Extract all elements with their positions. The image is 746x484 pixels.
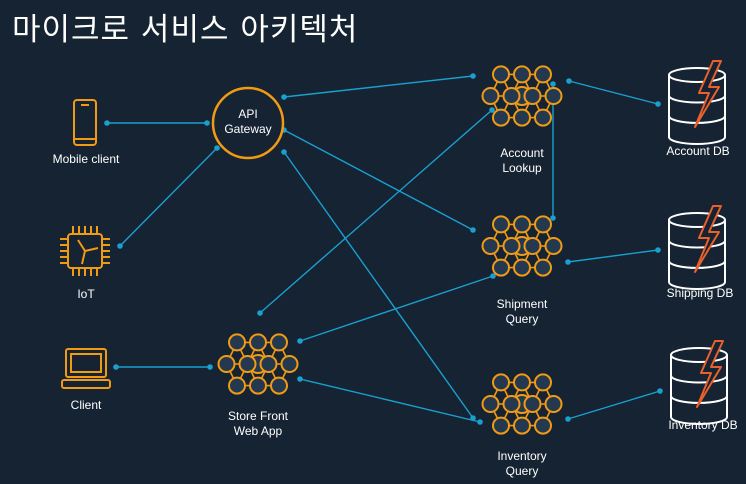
service-inventory-query[interactable] bbox=[481, 373, 563, 435]
mobile-client[interactable]: Mobile client bbox=[53, 99, 120, 166]
service-shipment-query[interactable] bbox=[481, 215, 563, 277]
service-store-front[interactable] bbox=[217, 333, 299, 395]
edge-client-to-storefront bbox=[113, 364, 213, 370]
shipping-db-label: Shipping DB bbox=[667, 286, 734, 300]
page-title: 마이크로 서비스 아키텍처 bbox=[12, 12, 359, 48]
services-layer bbox=[217, 65, 563, 435]
edge-storefront-to-inventory bbox=[297, 376, 483, 425]
edge-mobile-to-gateway bbox=[104, 120, 210, 126]
inventory-query-label-line1: Inventory bbox=[497, 449, 546, 463]
db-inventory[interactable] bbox=[670, 340, 728, 425]
account-lookup-label-line1: Account bbox=[500, 146, 544, 160]
db-account[interactable] bbox=[668, 60, 726, 145]
iot-device[interactable]: IoT bbox=[60, 226, 110, 301]
account-db-label: Account DB bbox=[666, 144, 729, 158]
shipment-query-label-line2: Query bbox=[506, 312, 539, 326]
hexagon-mesh-icon bbox=[481, 215, 563, 277]
lightning-icon bbox=[696, 340, 724, 408]
api-gateway[interactable]: API Gateway bbox=[211, 86, 285, 160]
client-device[interactable]: Client bbox=[61, 348, 111, 412]
edges-layer bbox=[104, 73, 663, 425]
edge-storefront-to-account bbox=[257, 107, 495, 316]
store-front-label-line2: Web App bbox=[234, 424, 283, 438]
databases-layer bbox=[668, 60, 728, 425]
chip-icon bbox=[60, 226, 110, 276]
service-account-lookup[interactable] bbox=[481, 65, 563, 127]
api-gateway-label-line2: Gateway bbox=[224, 122, 271, 136]
lightning-icon bbox=[694, 60, 722, 128]
client-label: Client bbox=[71, 398, 102, 412]
edge-shipment-to-shipping-db bbox=[565, 247, 661, 265]
edge-gateway-to-shipment bbox=[281, 127, 476, 233]
hexagon-mesh-icon bbox=[217, 333, 299, 395]
shipment-query-label-line1: Shipment bbox=[497, 297, 548, 311]
database-icon bbox=[670, 347, 728, 425]
smartphone-icon bbox=[73, 99, 97, 146]
hexagon-mesh-icon bbox=[481, 373, 563, 435]
account-lookup-label-line2: Lookup bbox=[502, 161, 542, 175]
edge-account-to-shipment bbox=[550, 81, 556, 221]
mobile-client-label: Mobile client bbox=[53, 152, 120, 166]
inventory-db-label: Inventory DB bbox=[668, 418, 737, 432]
edge-account-to-account-db bbox=[566, 78, 661, 107]
store-front-label-line1: Store Front bbox=[228, 409, 289, 423]
database-icon bbox=[668, 67, 726, 145]
edge-iot-to-gateway bbox=[117, 145, 220, 249]
edge-gateway-to-account bbox=[281, 73, 476, 100]
api-gateway-label-line1: API bbox=[238, 107, 257, 121]
edge-gateway-to-inventory bbox=[281, 149, 476, 421]
database-icon bbox=[668, 212, 726, 290]
lightning-icon bbox=[694, 205, 722, 273]
hexagon-mesh-icon bbox=[481, 65, 563, 127]
edge-storefront-to-shipment bbox=[297, 273, 496, 344]
laptop-icon bbox=[61, 348, 111, 389]
iot-label: IoT bbox=[77, 287, 95, 301]
db-shipping[interactable] bbox=[668, 205, 726, 290]
edge-inventory-to-inventory-db bbox=[565, 388, 663, 422]
inventory-query-label-line2: Query bbox=[506, 464, 539, 478]
